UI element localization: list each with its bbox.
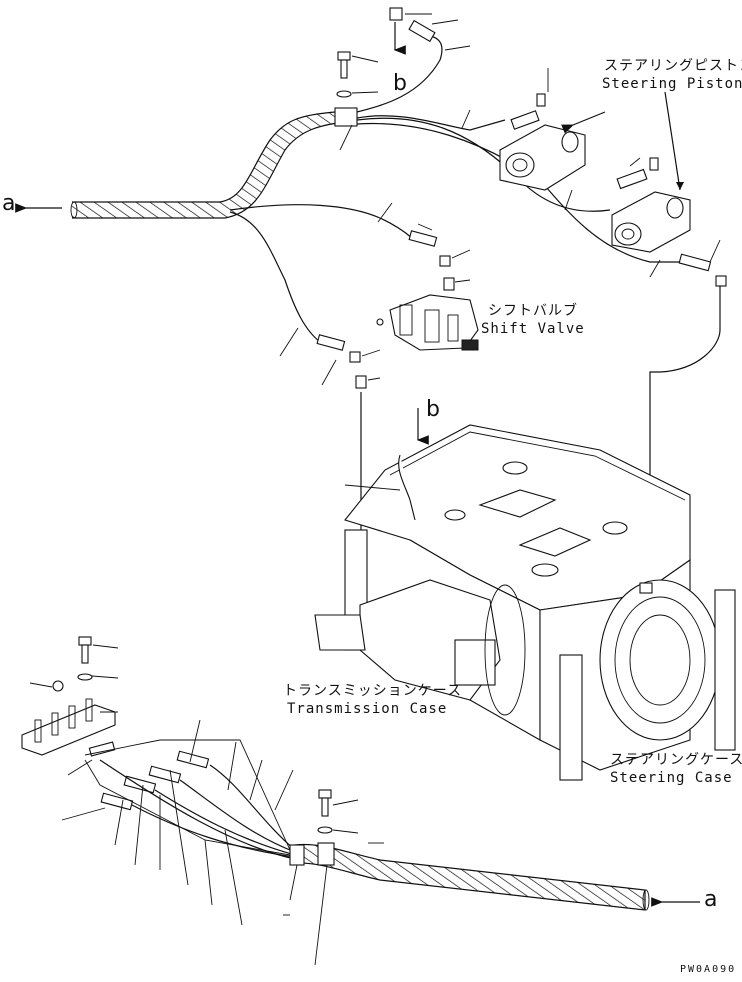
- lower-wire-harness: [21, 636, 650, 966]
- bolt-lower-left: [52, 636, 93, 692]
- upper-wire-harness: [70, 7, 690, 386]
- shift-valve-label-jp: シフトバルブ: [488, 303, 578, 319]
- ref-b-top: b: [393, 71, 407, 96]
- shift-valve: [376, 294, 479, 351]
- steering-case-label-jp: ステアリングケース: [610, 752, 742, 768]
- steering-piston-lower: [611, 157, 691, 253]
- connector-1: [88, 741, 116, 757]
- ref-a-left: a: [2, 191, 16, 216]
- terminal-block: [21, 698, 116, 756]
- bolt-lower-right: [317, 789, 333, 834]
- top-hose-fitting: [389, 7, 436, 43]
- steering-piston-upper: [499, 93, 586, 191]
- steering-piston-label-jp: ステアリングピストン: [604, 58, 742, 74]
- shift-valve-label-en: Shift Valve: [481, 321, 585, 337]
- transmission-case-label-en: Transmission Case: [287, 701, 448, 717]
- steering-piston-label-en: Steering Piston: [602, 76, 742, 92]
- ref-b-mid: b: [426, 397, 440, 422]
- transmission-case-label-jp: トランスミッションケース: [283, 683, 463, 699]
- connector-2: [176, 750, 210, 769]
- shift-valve-fitting: [408, 230, 455, 291]
- transmission-case: [314, 424, 736, 781]
- ref-a-right: a: [704, 887, 718, 912]
- right-fitting: [678, 253, 727, 287]
- connector-3: [148, 765, 182, 784]
- connector-5: [100, 792, 134, 811]
- drawing-code: PW0A090: [680, 964, 737, 975]
- bolt-top: [336, 51, 352, 98]
- steering-case-label-en: Steering Case: [610, 770, 733, 786]
- left-fitting-chain: [316, 334, 367, 389]
